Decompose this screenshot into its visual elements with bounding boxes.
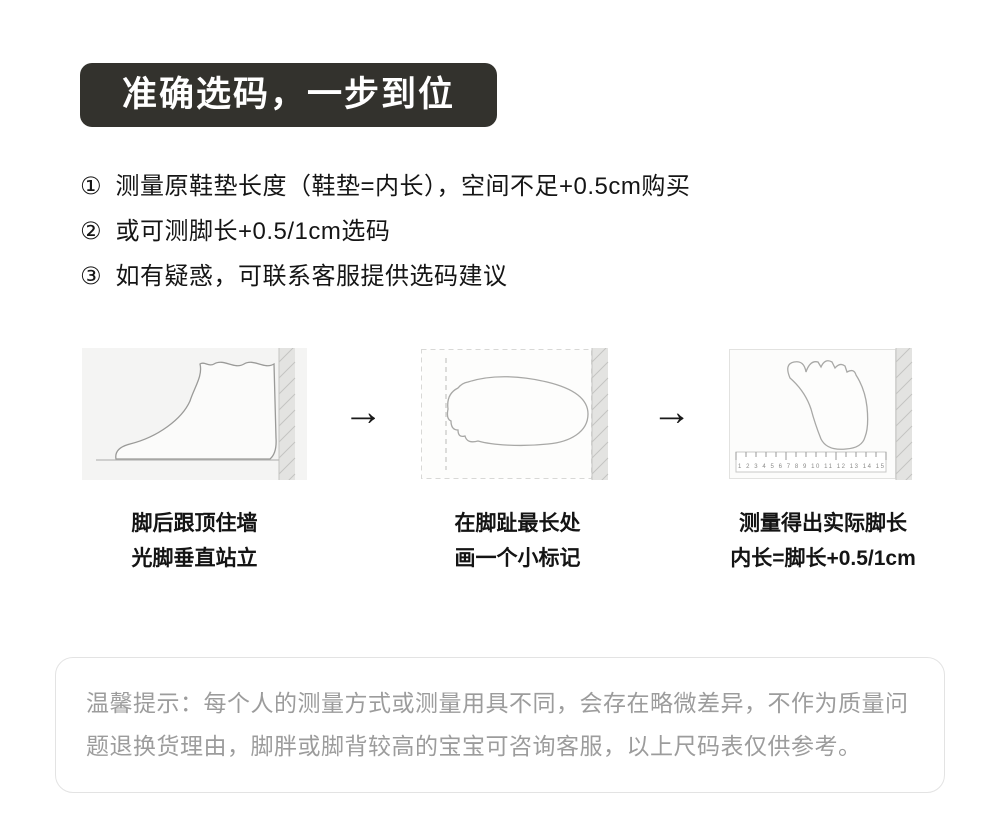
- foot-outline-with-ruler-illustration: 1 2 3 4 5 6 7 8 9 10 11 12 13 14 15: [729, 348, 913, 480]
- arrow-right-icon: →: [343, 390, 384, 434]
- instruction-text: 测量原鞋垫长度（鞋垫=内长），空间不足+0.5cm购买: [115, 173, 691, 200]
- caption-line: 内长=脚长+0.5/1cm: [730, 547, 916, 570]
- step-caption: 在脚趾最长处 画一个小标记: [455, 506, 581, 576]
- measurement-steps: 脚后跟顶住墙 光脚垂直站立 →: [82, 348, 918, 576]
- instruction-item: ① 测量原鞋垫长度（鞋垫=内长），空间不足+0.5cm购买: [80, 164, 690, 209]
- wall: [895, 348, 913, 480]
- foot-side-against-wall-illustration: [82, 348, 307, 480]
- step-caption: 脚后跟顶住墙 光脚垂直站立: [132, 506, 258, 576]
- instruction-number: ③: [80, 263, 102, 290]
- title-badge: 准确选码，一步到位: [80, 63, 498, 127]
- ruler-numbers: 1 2 3 4 5 6 7 8 9 10 11 12 13 14 15: [738, 464, 885, 470]
- caption-line: 测量得出实际脚长: [739, 512, 907, 535]
- step-caption: 测量得出实际脚长 内长=脚长+0.5/1cm: [730, 506, 916, 576]
- page-title: 准确选码，一步到位: [122, 75, 456, 114]
- foot-side-profile: [115, 361, 277, 460]
- foot-top-outline: [446, 376, 589, 447]
- instruction-text: 如有疑惑，可联系客服提供选码建议: [115, 263, 508, 290]
- arrow-right-icon: →: [651, 390, 692, 434]
- step-2: 在脚趾最长处 画一个小标记: [420, 348, 616, 576]
- step-3: 1 2 3 4 5 6 7 8 9 10 11 12 13 14 15 测量得出…: [728, 348, 918, 576]
- notice-box: 温馨提示：每个人的测量方式或测量用具不同，会存在略微差异，不作为质量问题退换货理…: [55, 657, 945, 793]
- wall: [591, 348, 608, 480]
- caption-line: 脚后跟顶住墙: [131, 512, 258, 535]
- caption-line: 在脚趾最长处: [454, 512, 581, 535]
- instruction-item: ② 或可测脚长+0.5/1cm选码: [80, 209, 690, 254]
- caption-line: 画一个小标记: [454, 547, 581, 570]
- foot-top-outline-mark-illustration: [420, 348, 608, 480]
- instruction-item: ③ 如有疑惑，可联系客服提供选码建议: [80, 254, 690, 299]
- instruction-text: 或可测脚长+0.5/1cm选码: [115, 218, 391, 245]
- notice-text: 温馨提示：每个人的测量方式或测量用具不同，会存在略微差异，不作为质量问题退换货理…: [86, 690, 909, 759]
- wall: [278, 348, 296, 480]
- instruction-list: ① 测量原鞋垫长度（鞋垫=内长），空间不足+0.5cm购买 ② 或可测脚长+0.…: [80, 164, 690, 299]
- step-1: 脚后跟顶住墙 光脚垂直站立: [82, 348, 307, 576]
- caption-line: 光脚垂直站立: [131, 547, 258, 570]
- ruler: 1 2 3 4 5 6 7 8 9 10 11 12 13 14 15: [735, 451, 887, 473]
- foot-top-outline: [787, 360, 869, 450]
- instruction-number: ②: [80, 218, 102, 245]
- instruction-number: ①: [80, 173, 102, 200]
